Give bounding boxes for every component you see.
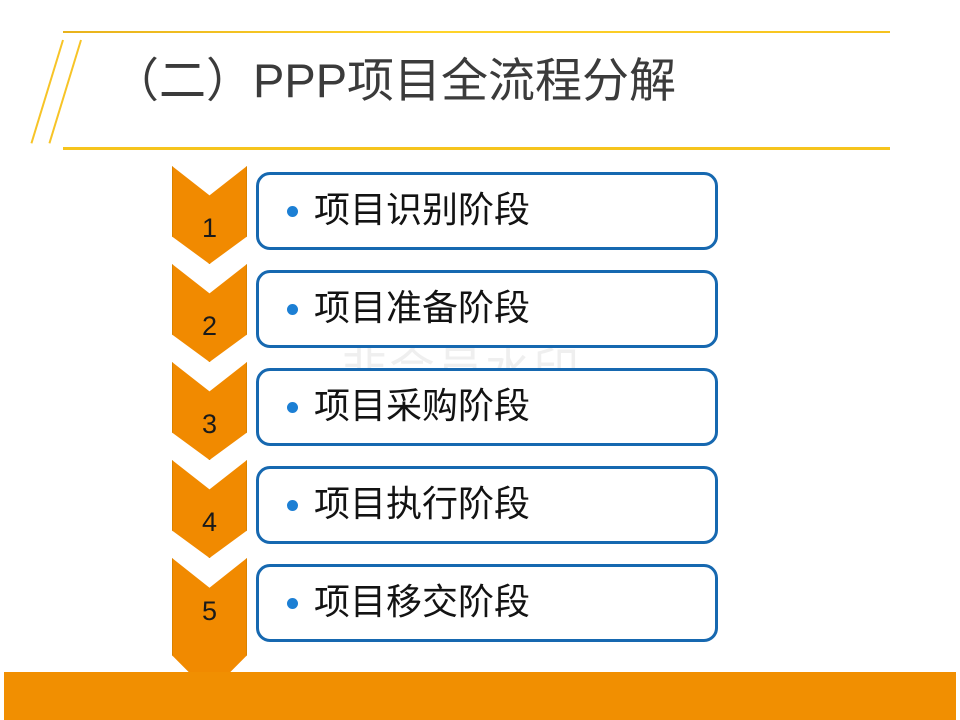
bullet-dot-icon — [287, 303, 298, 315]
step-label-box-3[interactable]: 项目采购阶段 — [256, 368, 718, 446]
step-label-box-4[interactable]: 项目执行阶段 — [256, 466, 718, 544]
step-number: 5 — [201, 596, 218, 626]
step-label: 项目采购阶段 — [314, 386, 531, 427]
step-label-box-5[interactable]: 项目移交阶段 — [256, 564, 718, 642]
step-number: 2 — [201, 311, 218, 341]
step-label-box-1[interactable]: 项目识别阶段 — [256, 172, 718, 250]
step-chevron-3: 3 — [172, 362, 247, 460]
title-bottom-rule — [63, 147, 890, 150]
step-chevron-4: 4 — [172, 460, 247, 558]
flow-step-row: 1 项目识别阶段 — [0, 166, 960, 264]
flow-step-row: 5 项目移交阶段 — [0, 558, 960, 693]
step-chevron-1: 1 — [172, 166, 247, 264]
title-top-rule — [63, 31, 890, 33]
footer-bar — [4, 672, 956, 720]
step-label: 项目准备阶段 — [314, 288, 531, 329]
bullet-dot-icon — [287, 401, 298, 413]
step-number: 4 — [201, 507, 218, 537]
step-chevron-5: 5 — [172, 558, 247, 693]
flow-step-row: 4 项目执行阶段 — [0, 460, 960, 558]
bullet-dot-icon — [287, 499, 298, 511]
flow-step-row: 3 项目采购阶段 — [0, 362, 960, 460]
step-label: 项目执行阶段 — [314, 484, 531, 525]
step-chevron-2: 2 — [172, 264, 247, 362]
page-title: （二）PPP项目全流程分解 — [112, 54, 677, 107]
step-label: 项目移交阶段 — [314, 582, 531, 623]
step-number: 3 — [201, 409, 218, 439]
bullet-dot-icon — [287, 205, 298, 217]
step-label-box-2[interactable]: 项目准备阶段 — [256, 270, 718, 348]
flow-step-row: 2 项目准备阶段 — [0, 264, 960, 362]
step-number: 1 — [201, 213, 218, 243]
step-label: 项目识别阶段 — [314, 190, 531, 231]
bullet-dot-icon — [287, 597, 298, 609]
